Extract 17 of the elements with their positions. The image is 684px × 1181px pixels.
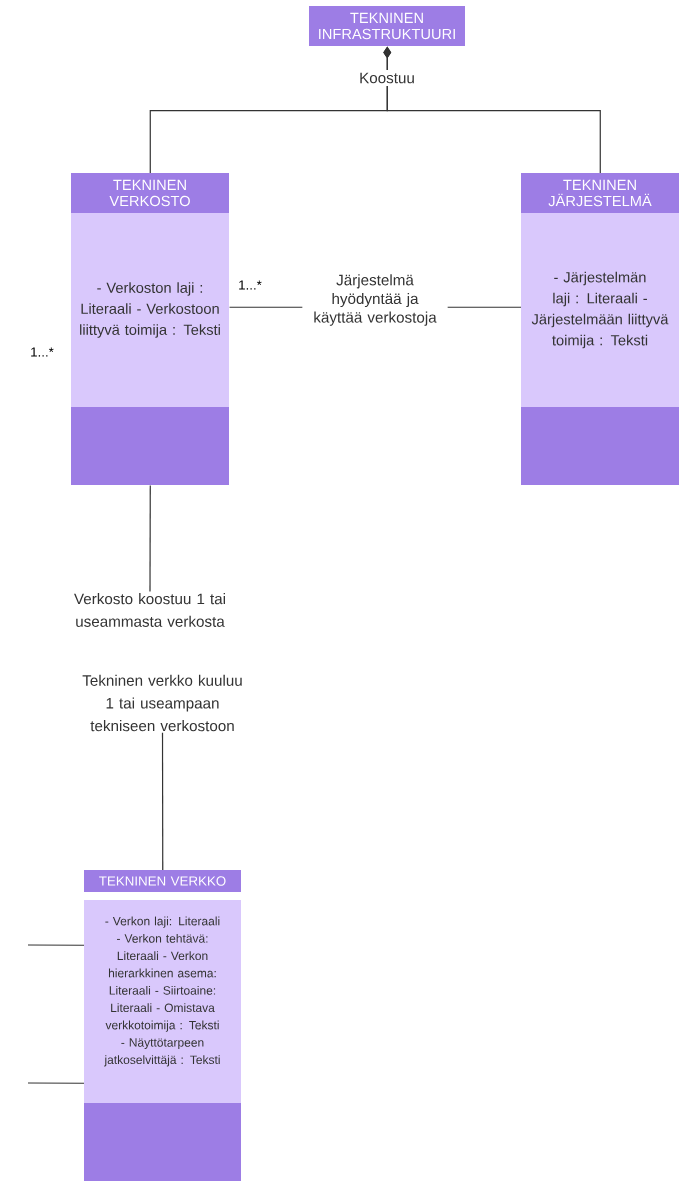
connector: [27, 1082, 85, 1084]
node-label: TEKNINEN VERKKO: [99, 876, 226, 886]
edge-label: Koostuu: [354, 70, 420, 86]
connector: [27, 944, 85, 946]
node-label: TEKNINEN JÄRJESTELMÄ: [548, 179, 652, 207]
class-header: TEKNINEN INFRASTRUKTUURI: [309, 6, 465, 46]
connector: [149, 484, 151, 593]
node-label: TEKNINEN VERKOSTO: [109, 179, 190, 207]
association-note: Tekninen verkko kuuluu 1 tai useampaan tekniseen verkostoon: [82, 674, 242, 732]
connector: [161, 732, 164, 871]
class-box: TEKNINEN VERKOSTO - Verkoston laji : Literaali - Verkostoon liittyvä toimija : Teksti 1...* 1...*: [31, 173, 262, 485]
class-box: TEKNINEN VERKKO - Verkon laji: Literaali - Verkon tehtävä: Literaali - Verkon hierarkkinen asema: Literaali - Siirtoaine: Literaali - Omistava verkkotoimija : Teksti - Näyttötarpeen jatkoselvittäjä : Teksti: [84, 870, 241, 1181]
association-note: Verkosto koostuu 1 tai useammasta verkosta: [74, 593, 225, 627]
class-box: TEKNINEN JÄRJESTELMÄ - Järjestelmän laji : Literaali - Järjestelmään liittyvä toimija : Teksti: [521, 173, 679, 485]
node-label: 1...*: [239, 280, 262, 290]
node-label: 1...*: [31, 347, 54, 357]
edge-label: Järjestelmä hyödyntää ja käyttää verkostoja: [302, 271, 448, 329]
